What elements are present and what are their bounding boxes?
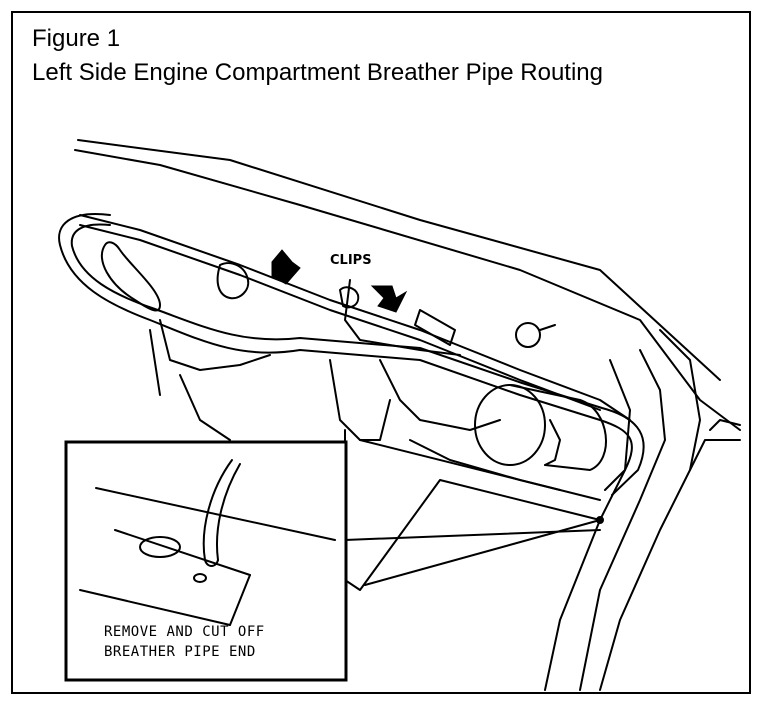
pipe-inner-loop bbox=[100, 241, 161, 312]
leader-dot bbox=[596, 516, 604, 524]
fender-line-5 bbox=[709, 419, 741, 431]
engine-component bbox=[379, 359, 561, 491]
inset-caption-line2: BREATHER PIPE END bbox=[104, 644, 256, 660]
inset-panel-edge-2 bbox=[79, 589, 231, 626]
inset-pipe-end bbox=[204, 559, 219, 567]
inset-pipe-inner bbox=[215, 463, 241, 561]
inset-panel-edge-1 bbox=[95, 487, 336, 541]
engine-block-outline bbox=[149, 319, 271, 441]
clip-arrow-right-icon bbox=[370, 285, 408, 313]
fender-line-6 bbox=[689, 439, 741, 471]
pipe-segment-3 bbox=[414, 309, 456, 346]
fender-line-4 bbox=[544, 359, 631, 691]
pipe-segment-1 bbox=[216, 262, 250, 300]
pipe-segment-2 bbox=[339, 286, 360, 309]
clips-callout: CLIPS bbox=[330, 253, 372, 268]
bracket-line-3 bbox=[359, 439, 601, 501]
breather-pipe-top-2 bbox=[79, 224, 601, 411]
fender-line-1 bbox=[74, 149, 741, 431]
hood-edge-line bbox=[77, 139, 721, 381]
inset-hole bbox=[139, 536, 181, 558]
fender-line-3 bbox=[579, 349, 666, 691]
round-housing-body bbox=[509, 384, 607, 471]
leader-line bbox=[364, 519, 601, 586]
reservoir-cap bbox=[515, 322, 541, 348]
inset-panel-edge-3 bbox=[229, 574, 251, 626]
fender-line-2 bbox=[599, 329, 701, 691]
figure-title: Left Side Engine Compartment Breather Pi… bbox=[32, 59, 603, 86]
housing-cap bbox=[544, 419, 561, 466]
breather-pipe-top bbox=[79, 214, 631, 421]
inset-pipe-outer bbox=[202, 459, 233, 561]
reservoir-cap-neck bbox=[539, 324, 556, 331]
figure-number: Figure 1 bbox=[32, 25, 121, 52]
inset-panel-edge-4 bbox=[114, 529, 251, 576]
inset-small-hole bbox=[193, 573, 207, 583]
detail-inset: REMOVE AND CUT OFF BREATHER PIPE END bbox=[64, 440, 348, 682]
clip-arrow-left-icon bbox=[271, 249, 301, 285]
inset-caption-line1: REMOVE AND CUT OFF bbox=[104, 624, 265, 640]
bracket-line-1 bbox=[344, 429, 601, 591]
